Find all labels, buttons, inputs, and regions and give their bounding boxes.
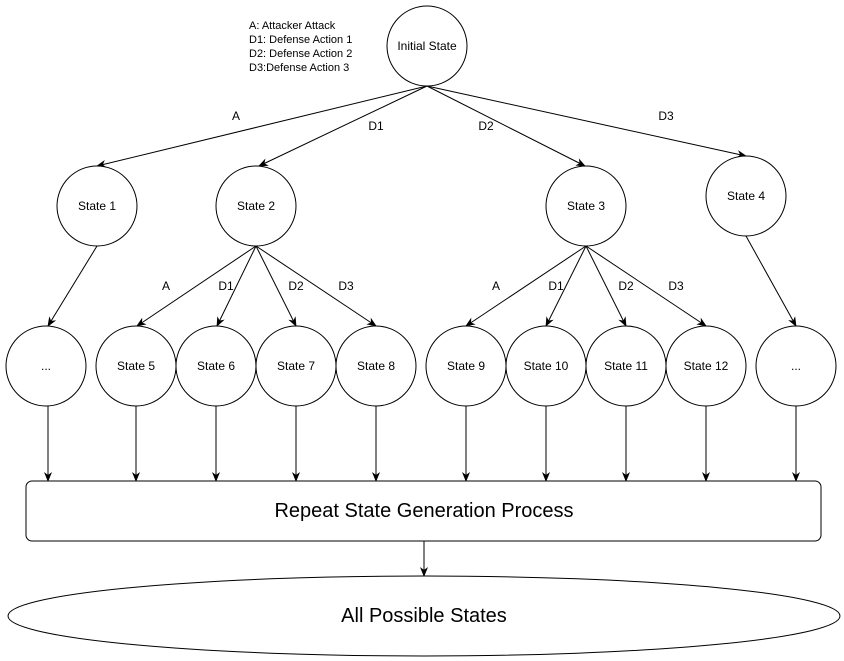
node-label-initial: Initial State xyxy=(397,39,457,53)
edge-initial-state3 xyxy=(426,85,586,167)
final-states-ellipse xyxy=(7,575,841,657)
edge-initial-state2 xyxy=(258,85,428,167)
edge-state3-state11 xyxy=(585,245,627,327)
final-states-label: All Possible States xyxy=(341,605,507,627)
edge-state1-ellipsis xyxy=(47,245,98,327)
node-label-ellipsis-right: ... xyxy=(791,359,801,373)
node-label-state7: State 7 xyxy=(277,359,315,373)
edge-label-s3-d1: D1 xyxy=(548,279,564,293)
node-state-4 xyxy=(705,155,787,237)
edge-label-top-d2: D2 xyxy=(478,119,494,133)
legend-item-d2: D2: Defense Action 2 xyxy=(249,48,352,60)
edge-label-s2-d1: D1 xyxy=(218,279,234,293)
edge-label-top-d3: D3 xyxy=(658,109,674,123)
edges-level-1 xyxy=(96,85,747,168)
legend-item-d3: D3:Defense Action 3 xyxy=(249,62,349,74)
node-label-state8: State 8 xyxy=(357,359,395,373)
edge-state2-state7 xyxy=(255,245,297,327)
edge-label-s2-d3: D3 xyxy=(338,279,354,293)
edge-label-s2-a: A xyxy=(162,279,170,293)
legend-item-d1: D1: Defense Action 1 xyxy=(249,34,352,46)
edge-state2-state8 xyxy=(255,245,377,327)
node-label-state12: State 12 xyxy=(684,359,729,373)
edge-label-s3-d2: D2 xyxy=(618,279,634,293)
node-initial-state xyxy=(386,5,468,87)
edge-label-top-d1: D1 xyxy=(368,119,384,133)
edge-state3-state12 xyxy=(585,245,707,327)
node-label-state3: State 3 xyxy=(567,199,605,213)
edge-state4-ellipsis xyxy=(745,235,797,327)
node-label-state4: State 4 xyxy=(727,189,765,203)
legend: A: Attacker Attack D1: Defense Action 1 … xyxy=(249,20,352,74)
edges-to-process xyxy=(44,406,800,577)
edge-state3-state10 xyxy=(545,245,587,327)
edge-initial-state4 xyxy=(426,85,747,158)
legend-item-a: A: Attacker Attack xyxy=(249,20,336,32)
process-box xyxy=(25,480,822,542)
node-state-2 xyxy=(215,165,297,247)
node-label-state9: State 9 xyxy=(447,359,485,373)
edge-state3-state9 xyxy=(465,245,587,327)
edge-state2-state5 xyxy=(136,245,257,327)
edges-level-2 xyxy=(47,235,797,327)
node-state-8 xyxy=(335,325,417,407)
process-box-label: Repeat State Generation Process xyxy=(274,500,573,522)
node-state-1 xyxy=(56,165,138,247)
edge-initial-state1 xyxy=(96,85,428,168)
node-ellipsis-right xyxy=(755,325,837,407)
node-label-state11: State 11 xyxy=(604,359,648,373)
edge-label-s2-d2: D2 xyxy=(288,279,304,293)
node-label-state10: State 10 xyxy=(524,359,569,373)
node-state-3 xyxy=(545,165,627,247)
node-state-12 xyxy=(665,325,747,407)
edge-label-top-a: A xyxy=(232,109,240,123)
edge-state2-state6 xyxy=(216,245,257,327)
node-label-state2: State 2 xyxy=(237,199,275,213)
node-ellipsis-left xyxy=(5,325,87,407)
node-label-state5: State 5 xyxy=(117,359,155,373)
node-label-ellipsis-left: ... xyxy=(41,359,51,373)
edge-label-s3-a: A xyxy=(492,279,500,293)
node-label-state1: State 1 xyxy=(78,199,116,213)
edge-label-s3-d3: D3 xyxy=(668,279,684,293)
node-label-state6: State 6 xyxy=(197,359,235,373)
